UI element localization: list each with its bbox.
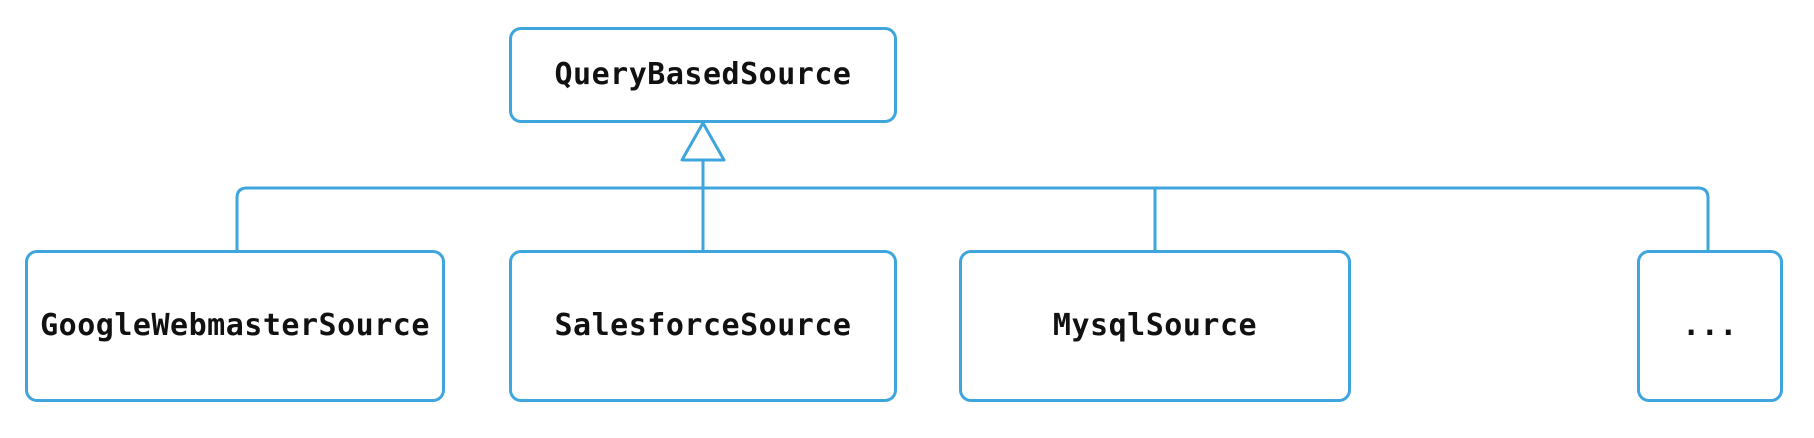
class-node-label: SalesforceSource [554,308,852,343]
class-node-label: MysqlSource [1052,308,1258,343]
class-node-salesforce-source[interactable]: SalesforceSource [509,250,897,402]
class-node-label: GoogleWebmasterSource [40,308,430,343]
class-node-ellipsis[interactable]: ... [1637,250,1783,402]
class-node-root[interactable]: QueryBasedSource [509,27,897,123]
class-node-mysql-source[interactable]: MysqlSource [959,250,1351,402]
class-node-label: ... [1682,308,1738,343]
class-node-google-webmaster-source[interactable]: GoogleWebmasterSource [25,250,445,402]
generalization-triangle-icon [680,121,726,162]
class-node-label: QueryBasedSource [554,57,852,92]
